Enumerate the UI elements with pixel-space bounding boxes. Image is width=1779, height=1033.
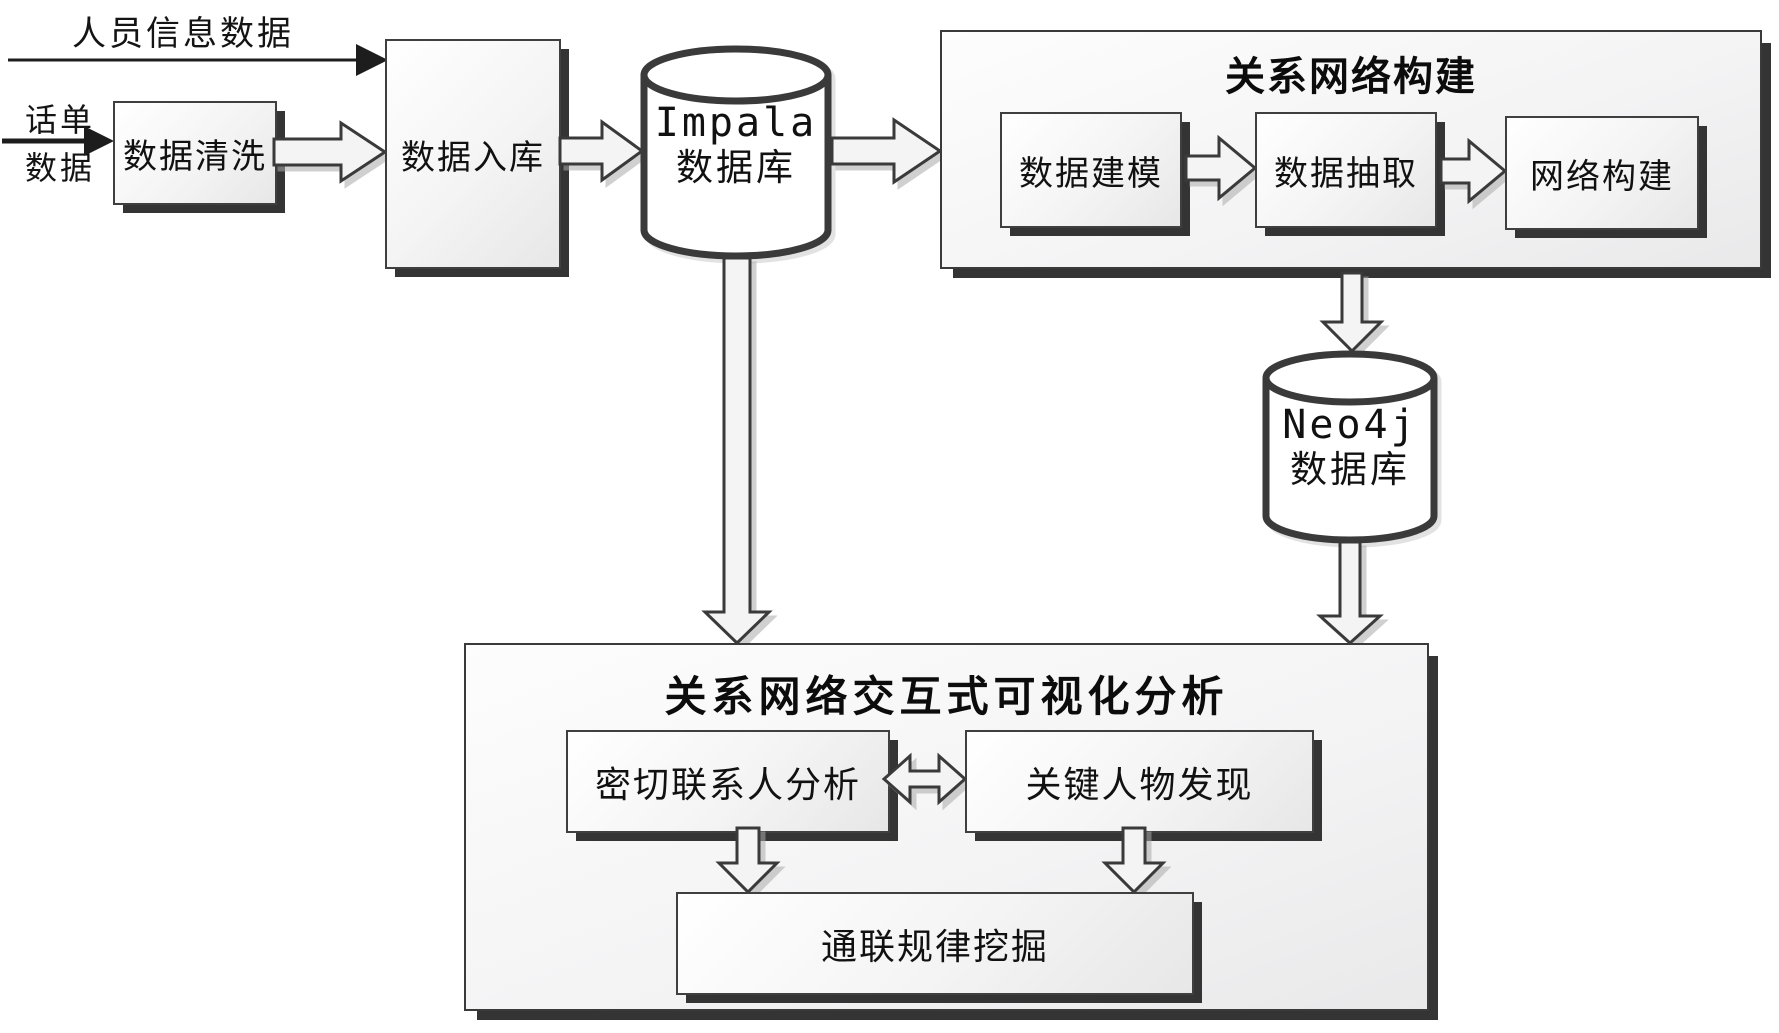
call-data-arrow-right-icon [2, 126, 114, 156]
impala-type-label: 数据库 [676, 148, 796, 190]
call-data-label-line2: 数据 [24, 150, 95, 186]
network-build-label: 网络构建 [1530, 158, 1674, 196]
communication-pattern-mining-box: 通联规律挖掘 [676, 892, 1194, 995]
block-arrow-build-to-neo4j-icon [1319, 271, 1385, 354]
call-data-label-line1: 话单 [24, 102, 95, 138]
impala-database-cylinder-icon [640, 45, 832, 260]
analysis-section-title: 关系网络交互式可视化分析 [664, 675, 1229, 721]
data-cleaning-box: 数据清洗 [113, 101, 277, 205]
block-arrow-keyperson-to-mining-icon [1101, 826, 1167, 895]
neo4j-label: Neo4j 数据库 [1262, 402, 1438, 493]
block-arrow-contacts-to-mining-icon [715, 826, 781, 895]
build-section-title: 关系网络构建 [1225, 54, 1477, 99]
block-arrow-neo4j-to-analysis-icon [1316, 540, 1384, 646]
close-contacts-analysis-label: 密切联系人分析 [594, 764, 861, 805]
close-contacts-analysis-box: 密切联系人分析 [566, 730, 890, 833]
data-cleaning-label: 数据清洗 [123, 138, 267, 176]
call-data-label: 话单 数据 [24, 96, 96, 192]
key-person-discovery-label: 关键人物发现 [1025, 764, 1254, 805]
personnel-data-label: 人员信息数据 [72, 16, 294, 53]
block-arrow-storage-to-impala-icon [558, 119, 645, 183]
block-arrow-extraction-to-network-icon [1439, 137, 1508, 205]
data-modeling-label: 数据建模 [1019, 155, 1163, 193]
data-modeling-box: 数据建模 [1000, 112, 1182, 228]
data-extraction-label: 数据抽取 [1274, 155, 1418, 193]
network-build-box: 网络构建 [1505, 116, 1699, 230]
data-extraction-box: 数据抽取 [1255, 112, 1437, 228]
block-arrow-modeling-to-extraction-icon [1184, 134, 1258, 202]
data-storage-box: 数据入库 [385, 39, 561, 269]
neo4j-database-cylinder-icon [1262, 350, 1438, 544]
block-arrow-impala-to-analysis-icon [701, 256, 773, 646]
key-person-discovery-box: 关键人物发现 [965, 730, 1314, 833]
block-arrow-impala-to-build-icon [830, 117, 943, 185]
data-storage-label: 数据入库 [401, 139, 545, 177]
neo4j-type-label: 数据库 [1290, 450, 1410, 492]
impala-name-label: Impala [654, 100, 818, 146]
communication-pattern-mining-label: 通联规律挖掘 [820, 926, 1049, 967]
block-arrow-cleaning-to-storage-icon [272, 120, 388, 184]
impala-label: Impala 数据库 [640, 100, 832, 191]
personnel-arrow-right-icon [8, 44, 388, 76]
neo4j-name-label: Neo4j [1282, 402, 1418, 448]
double-arrow-contacts-keyperson-icon [881, 752, 968, 806]
